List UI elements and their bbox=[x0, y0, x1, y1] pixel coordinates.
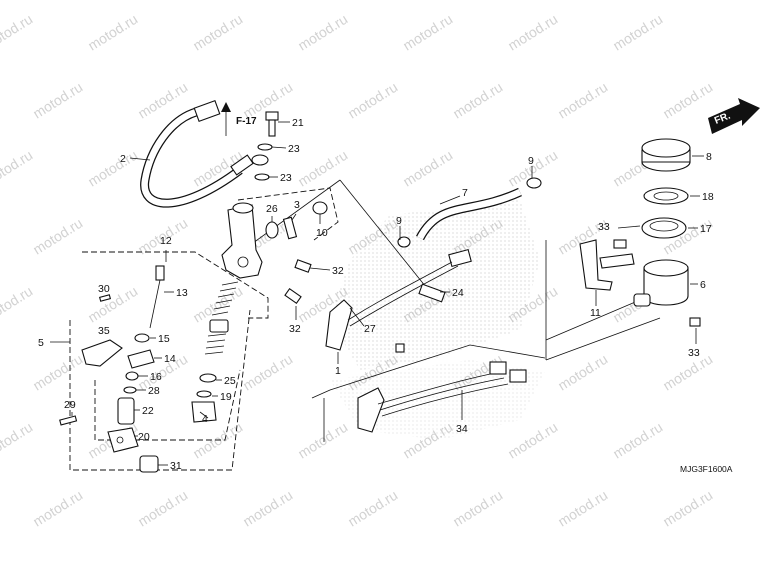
part-24-connector bbox=[347, 248, 472, 327]
callout-13: 13 bbox=[176, 287, 188, 299]
master-cylinder-body bbox=[221, 202, 263, 279]
callout-1: 1 bbox=[335, 365, 341, 377]
callout-20: 20 bbox=[138, 431, 150, 443]
callout-23-upper: 23 bbox=[288, 143, 300, 155]
callout-17: 17 bbox=[700, 223, 712, 235]
callout-33-lower: 33 bbox=[688, 347, 700, 359]
part-14-clip bbox=[127, 349, 155, 369]
part-2-brake-hose bbox=[140, 99, 269, 208]
callout-3: 3 bbox=[294, 199, 300, 211]
part-piston-spring-stack bbox=[204, 281, 239, 355]
callout-16: 16 bbox=[150, 371, 162, 383]
callout-4: 4 bbox=[202, 413, 208, 425]
part-3-joint bbox=[282, 216, 298, 240]
callout-22: 22 bbox=[142, 405, 154, 417]
callout-28: 28 bbox=[148, 385, 160, 397]
part-7-reservoir-hose bbox=[416, 187, 522, 241]
part-13-push-rod bbox=[149, 265, 165, 329]
callout-18: 18 bbox=[702, 191, 714, 203]
front-direction-arrow: FR. bbox=[708, 98, 760, 134]
part-15-nut bbox=[134, 333, 150, 343]
part-21-oil-bolt bbox=[265, 111, 279, 137]
callout-11: 11 bbox=[590, 307, 601, 319]
callout-34: 34 bbox=[456, 423, 468, 435]
part-18-plate bbox=[643, 187, 689, 205]
callout-10: 10 bbox=[316, 227, 328, 239]
callout-21: 21 bbox=[292, 117, 304, 129]
part-4-boot bbox=[191, 401, 217, 423]
part-26-o-ring bbox=[265, 221, 279, 239]
callout-24: 24 bbox=[452, 287, 464, 299]
callout-6: 6 bbox=[700, 279, 706, 291]
callout-9-left: 9 bbox=[396, 215, 402, 227]
part-30-pin bbox=[98, 294, 112, 302]
part-10-cap bbox=[312, 201, 328, 215]
callout-26: 26 bbox=[266, 203, 278, 215]
callout-30: 30 bbox=[98, 283, 110, 295]
callout-33-upper: 33 bbox=[598, 221, 610, 233]
callout-8: 8 bbox=[706, 151, 712, 163]
leader-lines bbox=[50, 121, 704, 466]
callout-32-lower: 32 bbox=[289, 323, 301, 335]
part-8-reservoir-cap bbox=[641, 138, 691, 172]
callout-29: 29 bbox=[64, 399, 76, 411]
reference-label: F-17 bbox=[236, 116, 257, 127]
part-11-stay bbox=[579, 239, 635, 291]
part-34-switch-harness bbox=[357, 361, 527, 433]
callout-15: 15 bbox=[158, 333, 170, 345]
part-22-boot bbox=[117, 397, 135, 425]
callout-25: 25 bbox=[224, 375, 236, 387]
assembly-boundary-lines bbox=[69, 179, 661, 471]
callout-23-lower: 23 bbox=[280, 172, 292, 184]
reference-arrow: F-17 bbox=[221, 102, 257, 136]
part-29-screw bbox=[59, 415, 78, 426]
part-32-bolts bbox=[284, 259, 312, 305]
part-19-washer bbox=[196, 390, 212, 398]
part-25-circlip bbox=[199, 373, 217, 383]
callout-5: 5 bbox=[38, 337, 44, 349]
callout-31: 31 bbox=[170, 460, 182, 472]
callout-2: 2 bbox=[120, 153, 126, 165]
part-33-bolts bbox=[613, 239, 701, 327]
callout-7: 7 bbox=[462, 187, 468, 199]
callout-32-upper: 32 bbox=[332, 265, 344, 277]
part-16-nut bbox=[125, 371, 139, 381]
part-1-switch bbox=[325, 299, 353, 351]
part-20-clip-joint bbox=[107, 427, 139, 453]
part-27-screw bbox=[395, 343, 405, 353]
part-31-end-cap bbox=[139, 455, 159, 473]
callout-35: 35 bbox=[98, 325, 110, 337]
part-17-diaphragm bbox=[641, 217, 687, 239]
callout-14: 14 bbox=[164, 353, 176, 365]
part-35-bracket bbox=[81, 339, 123, 367]
callout-19: 19 bbox=[220, 391, 232, 403]
callout-12: 12 bbox=[160, 235, 172, 247]
part-23-sealing-washers bbox=[254, 143, 273, 181]
callout-9-right: 9 bbox=[528, 155, 534, 167]
callout-27: 27 bbox=[364, 323, 376, 335]
callout-labels: 2 21 23 23 26 3 10 12 13 30 35 15 14 16 … bbox=[38, 117, 714, 472]
part-9-hose-clips bbox=[397, 177, 542, 248]
drawing-code: MJG3F1600A bbox=[680, 464, 733, 474]
part-28-washer bbox=[123, 386, 137, 394]
part-6-reservoir bbox=[633, 259, 689, 307]
